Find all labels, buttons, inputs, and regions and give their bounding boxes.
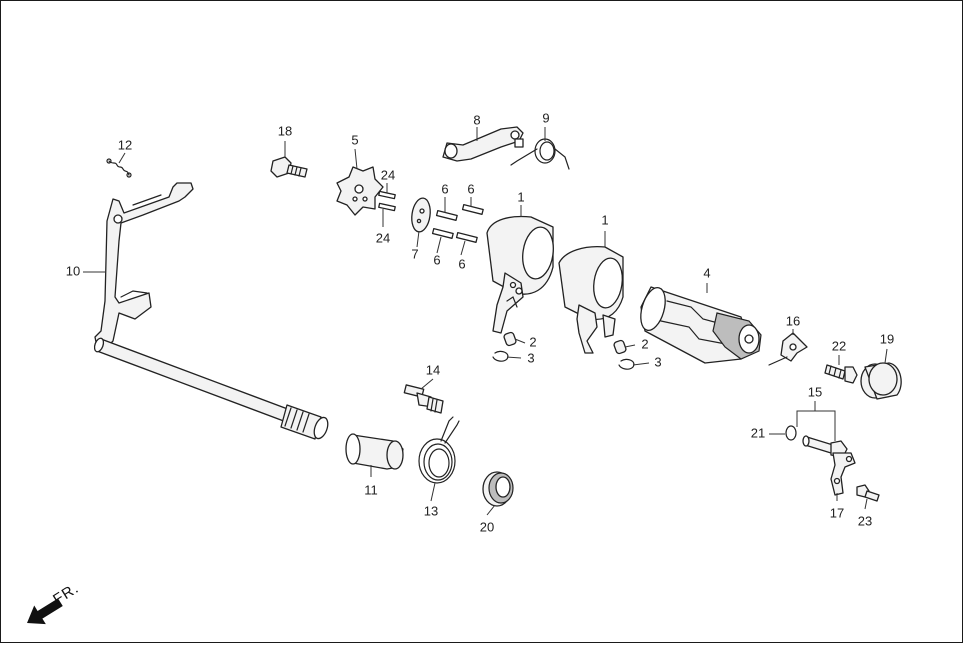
part-18-bolt — [270, 156, 308, 178]
callout-24-bottom: 24 — [376, 230, 390, 245]
part-13-return-spring — [418, 416, 460, 484]
part-23-screw — [856, 484, 880, 502]
callout-14: 14 — [426, 362, 440, 377]
callout-9: 9 — [542, 110, 549, 125]
part-10-shaft — [93, 337, 329, 440]
callout-17: 17 — [830, 505, 844, 520]
part-8-stopper-arm — [442, 126, 524, 162]
callout-5: 5 — [351, 132, 358, 147]
part-2-roller-pins — [503, 331, 627, 355]
part-20-oil-seal — [482, 471, 514, 507]
part-11-collar — [345, 433, 404, 470]
front-arrow-icon — [27, 598, 63, 625]
part-24-pins — [378, 190, 396, 212]
part-5-star-plate — [336, 166, 384, 216]
callout-12: 12 — [118, 137, 132, 152]
callout-20: 20 — [480, 519, 494, 534]
part-16-segment — [768, 332, 808, 366]
callout-16: 16 — [786, 313, 800, 328]
part-4-shift-drum — [640, 286, 762, 364]
callout-11: 11 — [364, 482, 378, 497]
part-14-pivot-bolt — [403, 384, 444, 414]
callout-22: 22 — [832, 338, 846, 353]
callout-21: 21 — [751, 425, 765, 440]
callout-4: 4 — [703, 265, 710, 280]
callout-6-top-right: 6 — [467, 181, 474, 196]
part-21-o-ring — [785, 425, 797, 441]
callout-19: 19 — [880, 331, 894, 346]
callout-2-left: 2 — [529, 334, 536, 349]
callout-23: 23 — [858, 513, 872, 528]
part-17-bracket — [830, 452, 856, 496]
front-indicator: FR. — [27, 580, 82, 625]
callout-3-left: 3 — [527, 350, 534, 365]
callout-6-bottom-left: 6 — [433, 252, 440, 267]
callout-6-bottom-right: 6 — [458, 256, 465, 271]
part-1-shift-fork-right — [558, 245, 624, 354]
callout-2-right: 2 — [641, 336, 648, 351]
part-7-plate — [411, 197, 431, 233]
callout-13: 13 — [424, 503, 438, 518]
callout-labels: 12 18 5 24 24 6 6 7 6 6 8 9 1 1 10 2 3 2… — [66, 110, 894, 534]
leader-lines — [83, 127, 888, 516]
part-1-shift-fork-left — [486, 215, 554, 334]
callout-1-left: 1 — [517, 189, 524, 204]
callout-18: 18 — [278, 123, 292, 138]
part-10-shift-arm — [94, 182, 194, 348]
callout-6-top-left: 6 — [441, 181, 448, 196]
callout-3-right: 3 — [654, 354, 661, 369]
part-6-pins — [431, 203, 484, 243]
callout-10: 10 — [66, 263, 80, 278]
part-19-plug-cap — [860, 362, 902, 400]
callout-24-top: 24 — [381, 167, 395, 182]
part-12-spring — [106, 158, 132, 178]
part-3-clips — [492, 350, 635, 370]
callout-8: 8 — [473, 112, 480, 127]
callout-7: 7 — [411, 246, 418, 261]
part-22-bolt — [824, 364, 858, 384]
callout-15: 15 — [808, 384, 822, 399]
callout-1-right: 1 — [601, 212, 608, 227]
